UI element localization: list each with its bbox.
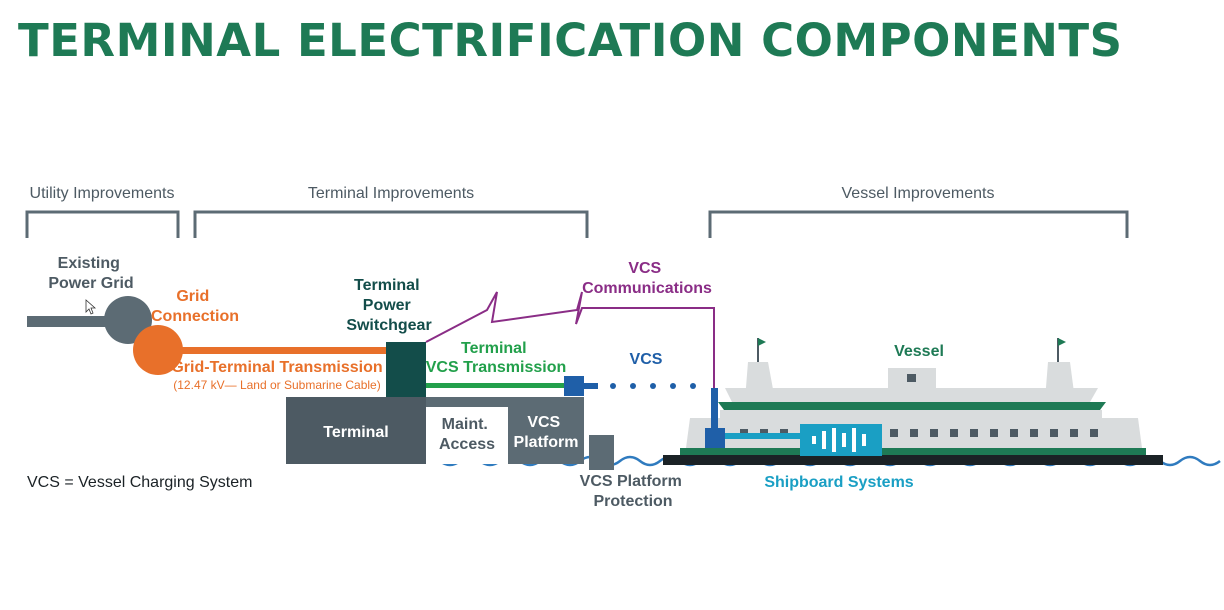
section-label-terminal: Terminal Improvements [308,185,474,202]
vcs-platform-protection-label: VCS Platform Protection [580,473,687,510]
vessel-window [950,429,958,437]
wave-bar [842,433,846,447]
utility-bracket [25,210,180,238]
wave-bar [822,431,826,449]
legend-text: VCS = Vessel Charging System [27,474,252,491]
section-label-utility: Utility Improvements [30,185,175,202]
grid-terminal-note: (12.47 kV— Land or Submarine Cable) [173,378,380,392]
vessel-bracket [708,210,1129,238]
vessel-label: Vessel [894,343,944,360]
maint-access-block [426,407,508,464]
vessel-upper-hull [720,410,1102,418]
maint-access-label: Maint. Access [439,416,495,453]
vessel-window [1090,429,1098,437]
cursor-arrow-icon [85,299,97,315]
vcs-dash [584,383,598,389]
terminal-vcs-transmission-label: Terminal VCS Transmission [426,340,567,376]
vessel-vcs-receptacle [705,428,725,448]
vessel-window [990,429,998,437]
vessel-upper-deck [725,388,1098,402]
grid-connection-node [133,325,183,375]
vessel-window [1050,429,1058,437]
wave-bar [852,428,856,452]
vcs-platform-block [508,407,584,464]
vcs-dotted-link [610,383,696,389]
grid-line [27,316,109,327]
vessel-green-stripe [718,402,1106,410]
vessel-window [930,429,938,437]
vessel-window [890,429,898,437]
switchgear-label: Terminal Power Switchgear [346,277,431,334]
vessel-window [910,429,918,437]
switchgear-block [386,342,426,397]
flag-icon [758,338,766,346]
vcs-dot [610,383,616,389]
vcs-communications-label: VCS Communications [582,260,712,297]
vessel-waterline-stripe [680,448,1146,455]
terminal-bracket [193,210,589,238]
vcs-dot [630,383,636,389]
flag-icon [1058,338,1066,346]
shipboard-systems-label: Shipboard Systems [764,474,913,491]
vessel-window [1030,429,1038,437]
vcs-communications-line [425,291,715,392]
grid-terminal-transmission-label: Grid-Terminal Transmission [171,359,382,376]
vcs-platform-connector [564,376,584,396]
wave-bar [812,436,816,444]
section-label-vessel: Vessel Improvements [842,185,995,202]
wave-bar [832,428,836,452]
vcs-dot [670,383,676,389]
terminal-block [286,397,426,464]
grid-terminal-cable [158,347,388,354]
vessel-window [970,429,978,437]
vcs-label: VCS [630,351,663,368]
battery-waveform-bars [812,428,866,452]
terminal-label: Terminal [323,424,389,441]
shipboard-connection-line [725,433,805,439]
vessel-bridge-window [907,374,916,382]
grid-connection-label: Grid Connection [151,288,239,325]
vessel-window [1010,429,1018,437]
vcs-vertical-link [711,388,718,430]
vessel-window [1070,429,1078,437]
existing-grid-node [104,296,152,344]
section-brackets [25,210,1129,238]
maint-access-roof [426,397,584,407]
vcs-dot [690,383,696,389]
vcs-platform-label: VCS Platform [514,414,579,451]
vessel-illustration [663,338,1163,465]
terminal-vcs-transmission-line [426,383,566,388]
page-title: TERMINAL ELECTRIFICATION COMPONENTS [18,14,1123,67]
vessel-keel [663,455,1163,465]
wave-bar [862,434,866,446]
vcs-platform-protection-block [589,435,614,470]
existing-grid-label: Existing Power Grid [48,255,133,292]
vcs-dot [650,383,656,389]
